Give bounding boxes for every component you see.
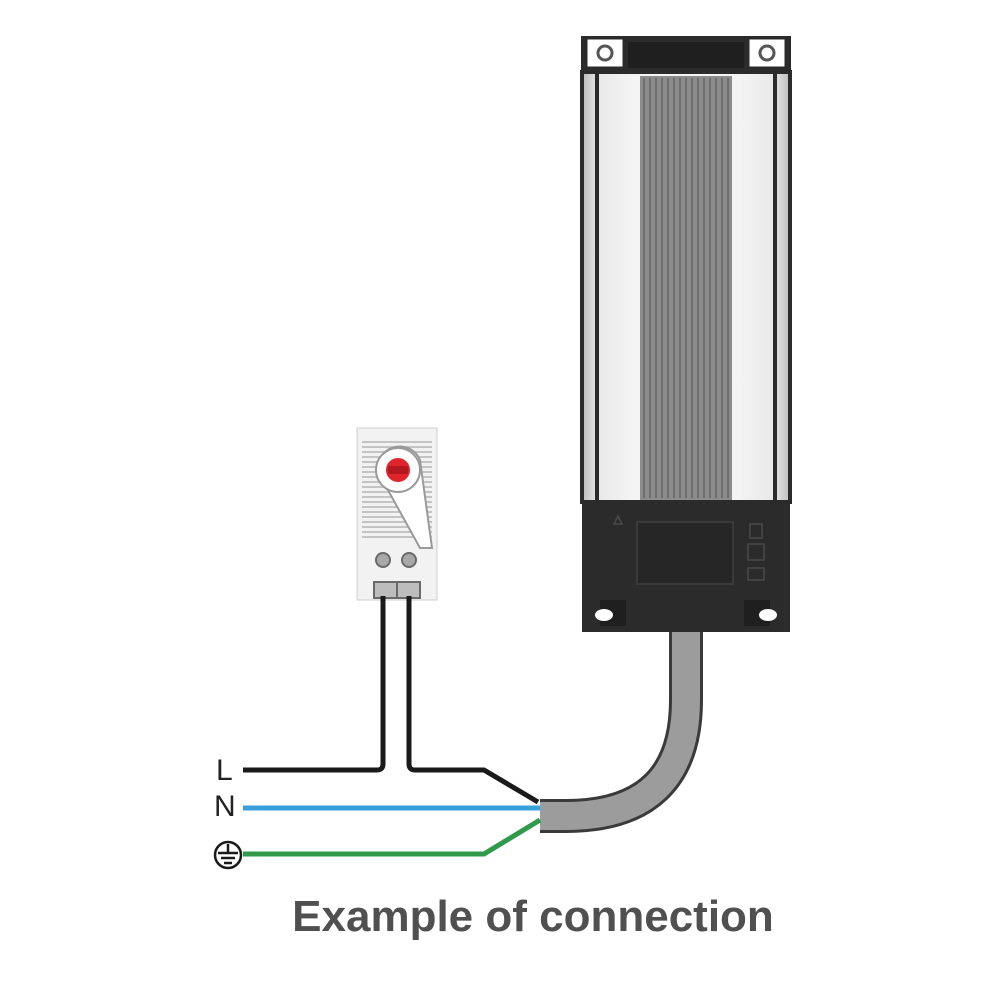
earth-wire [243, 817, 542, 857]
heater-cap [582, 500, 790, 632]
heater-cable [540, 632, 703, 833]
mounting-hole-icon [596, 44, 614, 62]
wires [243, 596, 542, 857]
thermostat [356, 427, 438, 601]
warning-hot-surface-icon [612, 514, 624, 525]
neutral-label: N [214, 790, 236, 823]
caption: Example of connection [292, 892, 774, 941]
mounting-hole-icon [758, 44, 776, 62]
line-label: L [216, 754, 233, 787]
ce-mark-icon [747, 567, 765, 581]
earth-ground-icon [213, 840, 243, 870]
heater-top-bracket [581, 36, 791, 72]
heater [580, 36, 792, 632]
mounting-hole-icon [595, 609, 613, 621]
disposal-bin-icon [747, 543, 765, 561]
manual-icon [749, 523, 763, 539]
heater-body [580, 70, 792, 504]
switched-line-wire [406, 596, 540, 805]
terminal-screw-icon [401, 552, 417, 568]
terminal-screw-icon [375, 552, 391, 568]
heater-fins [643, 78, 729, 498]
line-wire [243, 596, 386, 773]
mounting-hole-icon [759, 609, 777, 621]
